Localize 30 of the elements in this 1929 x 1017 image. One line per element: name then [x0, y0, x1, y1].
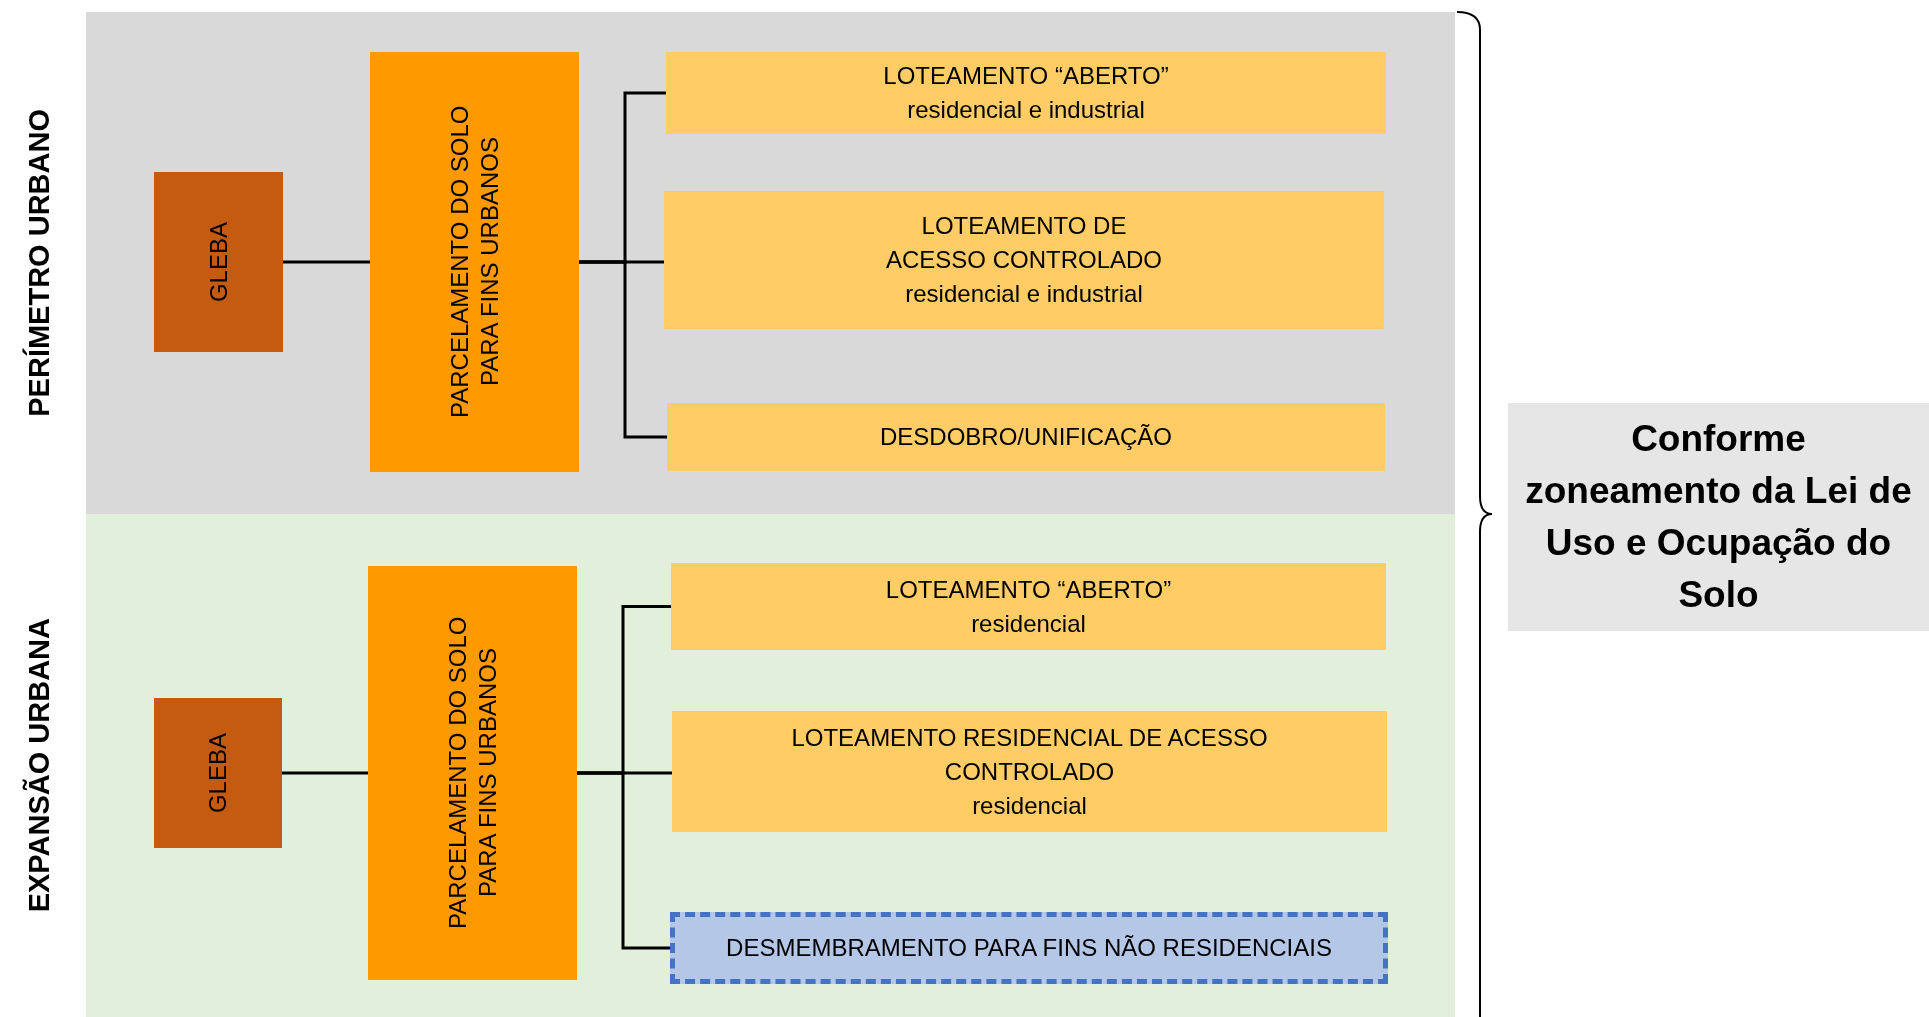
process-box	[370, 52, 579, 472]
box-title: LOTEAMENTO “ABERTO”	[882, 61, 1170, 91]
process-box	[368, 566, 577, 980]
box-label: PARCELAMENTO DO SOLO PARA FINS URBANOS	[442, 615, 502, 932]
category-box	[666, 52, 1386, 134]
box-label: GLEBA	[203, 221, 233, 302]
category-box	[672, 711, 1387, 832]
category-box	[671, 563, 1386, 650]
connector-line	[579, 260, 667, 439]
note-box	[1508, 403, 1929, 631]
box-label: GLEBA	[203, 732, 232, 813]
box-title: Conforme zoneamento da Lei de Uso e Ocupação do Solo	[1524, 417, 1913, 617]
connector-line	[577, 771, 670, 950]
gleba-box	[154, 172, 283, 352]
connector-line	[283, 260, 370, 264]
connector-line	[282, 771, 368, 775]
box-subtitle: residencial e industrial	[904, 279, 1144, 309]
category-box	[664, 191, 1384, 329]
dashed-category-box	[670, 912, 1388, 984]
zone-label: EXPANSÃO URBANA	[21, 618, 57, 913]
box-subtitle: residencial	[970, 608, 1087, 639]
box-subtitle: residencial e industrial	[906, 95, 1146, 125]
box-title: DESMEMBRAMENTO PARA FINS NÃO RESIDENCIAIS	[725, 933, 1333, 963]
box-subtitle: residencial	[971, 790, 1088, 821]
box-title: DESDOBRO/UNIFICAÇÃO	[879, 422, 1173, 452]
box-title: LOTEAMENTO “ABERTO”	[884, 574, 1173, 605]
category-box	[667, 403, 1385, 471]
gleba-box	[154, 698, 282, 848]
box-label: PARCELAMENTO DO SOLO PARA FINS URBANOS	[444, 104, 504, 421]
zone-label: PERÍMETRO URBANO	[21, 109, 57, 417]
